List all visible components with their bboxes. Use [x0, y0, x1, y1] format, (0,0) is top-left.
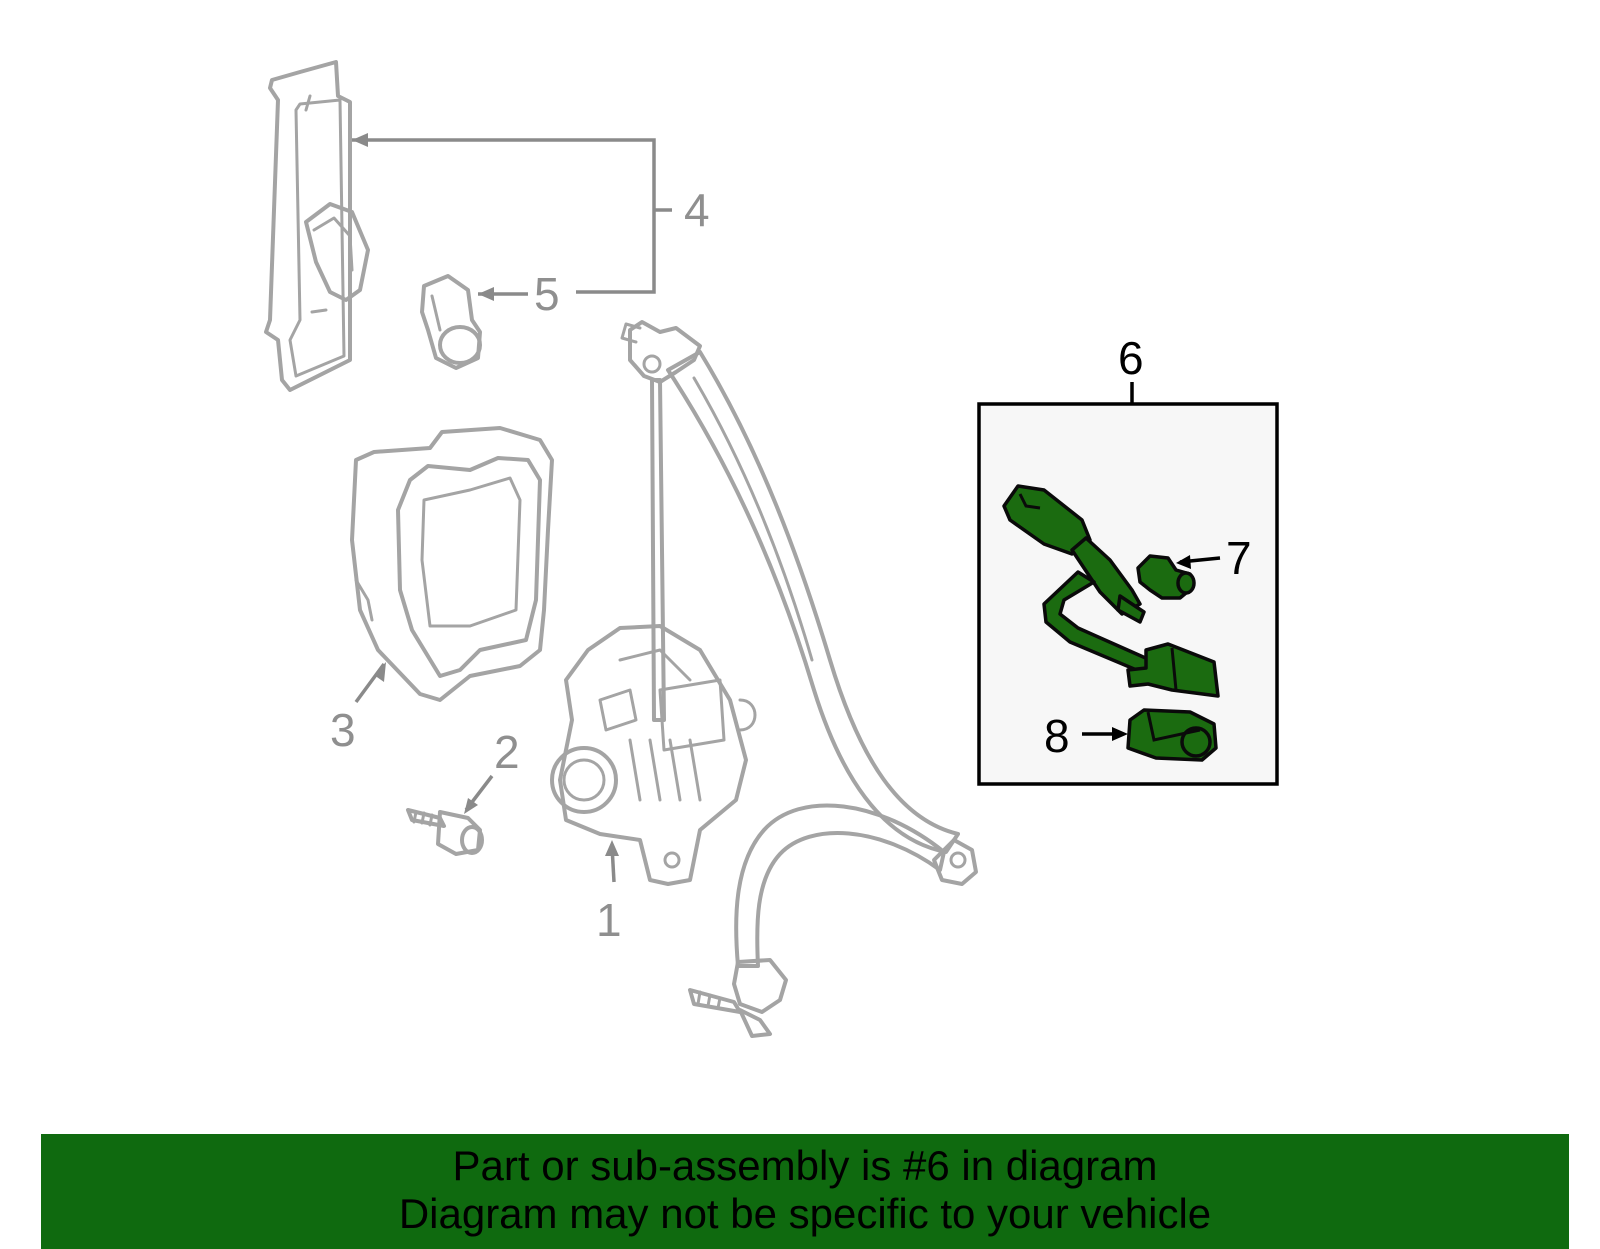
info-banner: Part or sub-assembly is #6 in diagram Di…	[41, 1134, 1569, 1249]
banner-line-2: Diagram may not be specific to your vehi…	[398, 1190, 1212, 1237]
part-5-clip	[420, 274, 482, 370]
callout-2: 2	[494, 726, 520, 778]
part-7-clip	[1136, 554, 1196, 600]
part-8-cover	[1126, 708, 1218, 762]
callout-8-leader	[1082, 727, 1128, 741]
callout-5: 5	[534, 268, 560, 320]
callout-2-leader	[464, 774, 494, 814]
callout-4-leader	[352, 133, 672, 294]
banner-line-1: Part or sub-assembly is #6 in diagram	[452, 1142, 1158, 1189]
callout-1-leader	[605, 840, 619, 883]
part-4-adjuster-bracket	[264, 60, 370, 392]
callout-1: 1	[596, 894, 622, 946]
part-1-seatbelt-assembly	[550, 320, 978, 1038]
callout-3-leader	[354, 662, 386, 704]
callout-5-leader	[478, 287, 528, 301]
callout-6: 6	[1118, 332, 1144, 384]
callout-8: 8	[1044, 710, 1070, 762]
callout-4: 4	[684, 184, 710, 236]
part-3-trim-cover	[350, 426, 554, 702]
part-2-bolt	[406, 808, 484, 856]
part-6-buckle-assembly	[1002, 484, 1220, 698]
callout-7: 7	[1226, 532, 1252, 584]
callout-7-leader	[1176, 555, 1221, 569]
callout-3: 3	[330, 704, 356, 756]
